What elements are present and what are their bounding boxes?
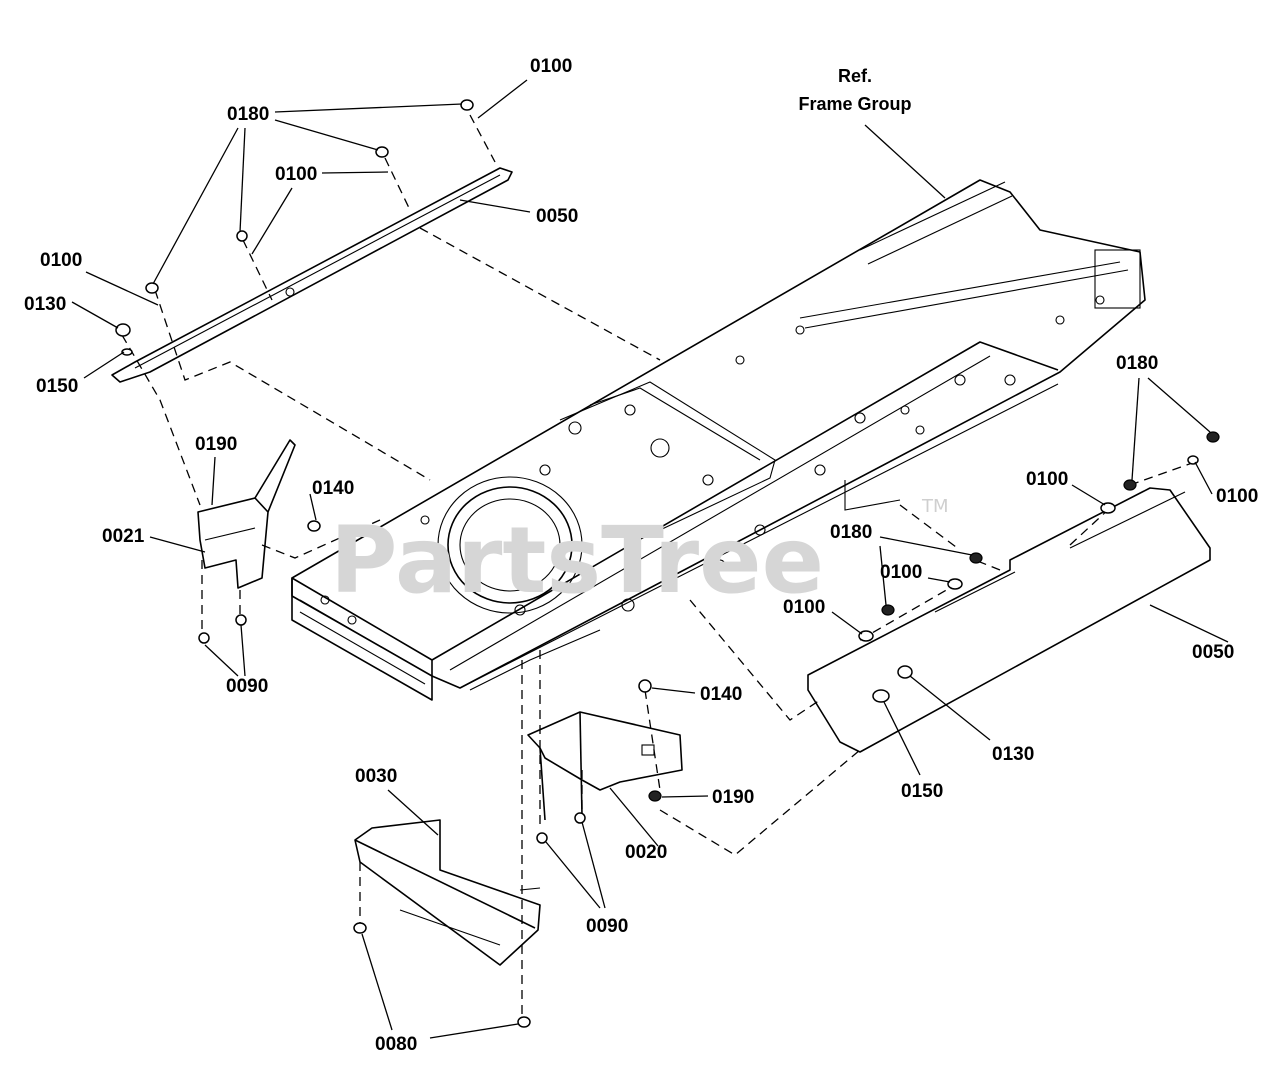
- callout-label: 0180: [227, 104, 269, 125]
- callout-label: 0020: [625, 842, 667, 863]
- left-upper-bracket: [111, 167, 513, 383]
- callout-label: 0030: [355, 766, 397, 787]
- callout-label: 0180: [1116, 353, 1158, 374]
- callout-label: 0100: [783, 597, 825, 618]
- callout-label: 0190: [712, 787, 754, 808]
- callout-label: 0090: [226, 676, 268, 697]
- callout-label: 0100: [880, 562, 922, 583]
- callout-label: 0140: [312, 478, 354, 499]
- center-bracket: [527, 711, 683, 821]
- callout-label: 0021: [102, 526, 145, 547]
- callout-label: 0150: [901, 781, 943, 802]
- callout-label: 0100: [1026, 469, 1068, 490]
- callout-label: 0050: [1192, 642, 1234, 663]
- ref-label-line2: Frame Group: [798, 94, 911, 114]
- callout-label: 0180: [830, 522, 872, 543]
- left-lower-bracket: [197, 439, 296, 589]
- callout-label: 0140: [700, 684, 742, 705]
- watermark-trademark: TM: [921, 496, 949, 517]
- callout-label: 0130: [24, 294, 66, 315]
- watermark-text: PartsTree: [330, 507, 824, 614]
- ref-label-line1: Ref.: [838, 66, 872, 86]
- hardware: [115, 99, 1220, 1028]
- frame-group: Ref. Frame Group: [291, 66, 1146, 701]
- callout-label: 0190: [195, 434, 237, 455]
- right-bracket: [807, 487, 1211, 753]
- leader-lines: [71, 79, 1229, 1039]
- callout-label: 0080: [375, 1034, 417, 1055]
- callout-label: 0100: [1216, 486, 1258, 507]
- callout-labels: 0100 0180 0100 0050 0100 0130 0150 0190 …: [24, 56, 1258, 1055]
- callout-label: 0100: [530, 56, 572, 77]
- lower-bracket: [354, 819, 541, 966]
- callout-label: 0100: [275, 164, 317, 185]
- callout-label: 0130: [992, 744, 1034, 765]
- callout-label: 0150: [36, 376, 78, 397]
- callout-label: 0050: [536, 206, 578, 227]
- callout-label: 0090: [586, 916, 628, 937]
- callout-label: 0100: [40, 250, 82, 271]
